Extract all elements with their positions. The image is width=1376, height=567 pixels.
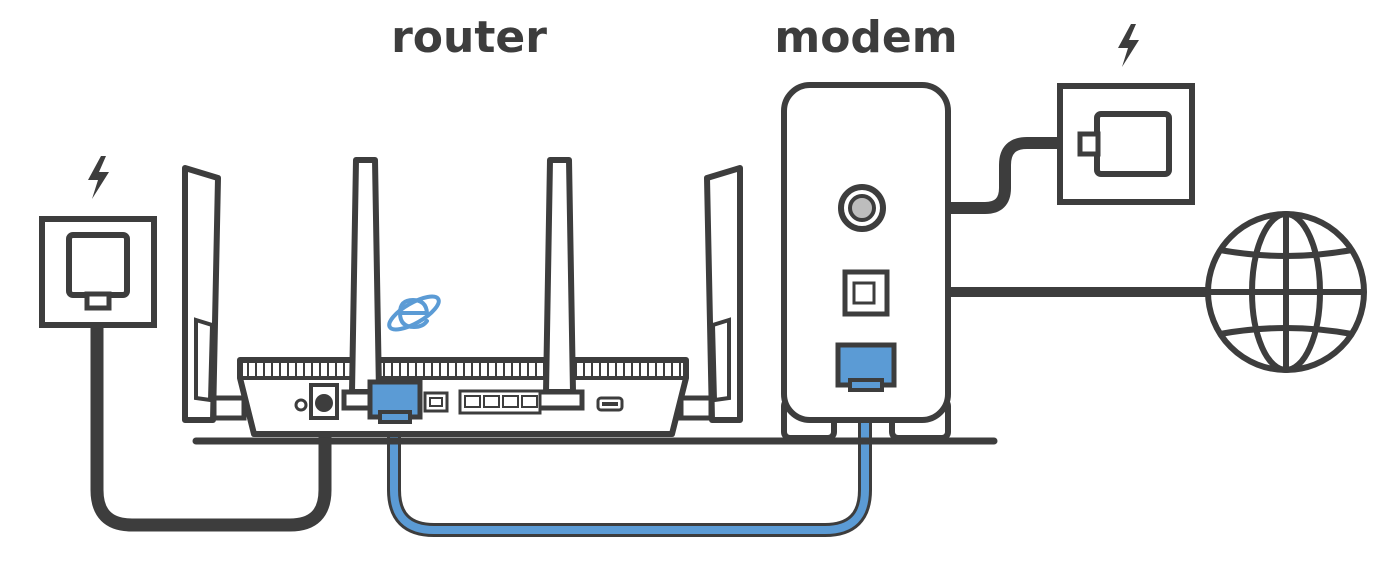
router xyxy=(182,157,743,437)
lan-ports xyxy=(458,389,542,415)
router-antenna xyxy=(182,165,221,423)
modem xyxy=(781,82,951,441)
internet-e-icon xyxy=(387,294,441,332)
router-antenna xyxy=(543,157,576,395)
reset-button xyxy=(294,398,308,412)
modem-power-outlet xyxy=(1057,83,1195,205)
router-power-cable xyxy=(90,293,332,532)
router-label: router xyxy=(391,12,547,63)
lightning-bolt-icon xyxy=(88,156,109,199)
router-antenna xyxy=(349,157,382,395)
router-port xyxy=(423,391,449,413)
modem-body xyxy=(781,82,951,423)
lightning-bolt-icon xyxy=(1118,24,1139,67)
router-power-outlet xyxy=(39,216,157,328)
globe-icon xyxy=(1205,211,1367,373)
router-antenna xyxy=(704,165,743,423)
modem-label: modem xyxy=(774,12,957,63)
modem-power-cable xyxy=(856,137,1088,214)
phone-port xyxy=(842,269,890,317)
